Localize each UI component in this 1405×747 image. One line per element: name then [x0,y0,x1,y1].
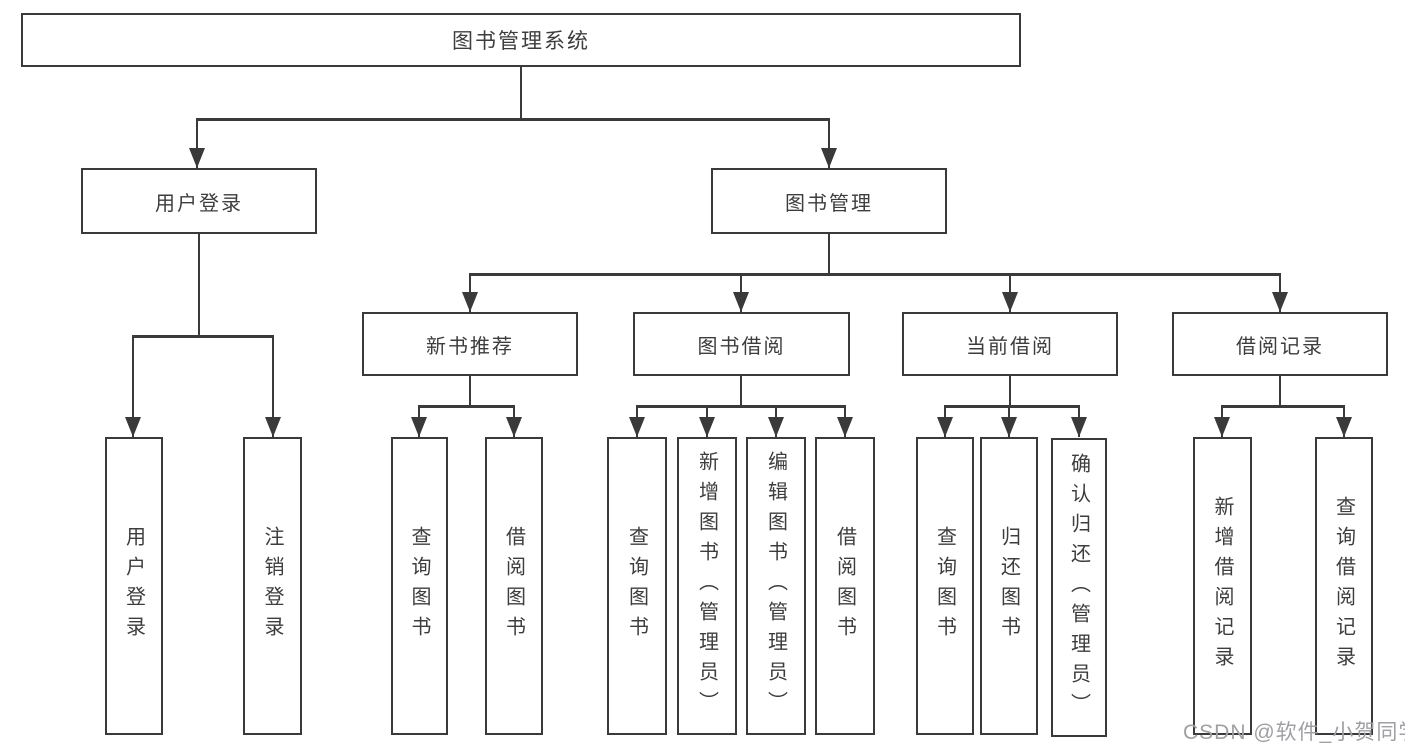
connector-line [739,376,743,405]
arrow-down-icon [411,417,427,437]
node-label: 归还图书 [997,526,1020,646]
arrow-down-icon [506,417,522,437]
node-edit-books-admin: 编辑图书（管理员） [746,437,806,735]
connector-line [195,118,199,168]
arrow-down-icon [265,417,281,437]
connector-line [827,233,831,273]
arrow-down-icon [1272,292,1288,312]
node-query-books-current: 查询图书 [916,437,974,735]
arrow-down-icon [125,417,141,437]
node-query-books-recommend: 查询图书 [391,437,448,735]
arrow-down-icon [733,292,749,312]
connector-line [1220,405,1346,408]
node-return-books: 归还图书 [980,437,1038,735]
node-label: 借阅图书 [833,526,856,646]
arrow-down-icon [1214,417,1230,437]
connector-line [1278,376,1282,405]
node-label: 查询图书 [408,526,430,646]
node-add-borrow-record: 新增借阅记录 [1193,437,1252,735]
arrow-down-icon [189,148,205,168]
node-logout-action: 注销登录 [243,437,302,735]
node-book-borrowing: 图书借阅 [633,312,850,376]
connector-line [271,335,275,437]
connector-line [131,335,275,338]
arrow-down-icon [629,417,645,437]
arrow-down-icon [821,148,837,168]
node-label: 编辑图书（管理员） [764,451,787,721]
connector-line [468,376,472,405]
arrow-down-icon [768,417,784,437]
node-label: 新增借阅记录 [1211,496,1233,676]
connector-line [635,405,847,408]
node-label: 图书管理系统 [452,30,590,53]
node-label: 确认归还（管理员） [1067,452,1090,723]
arrow-down-icon [1002,292,1018,312]
node-borrow-books-action: 借阅图书 [815,437,875,735]
arrow-down-icon [1001,417,1017,437]
connector-line [195,118,831,121]
node-label: 当前借阅 [966,335,1054,358]
connector-line [197,234,201,335]
node-label: 新书推荐 [426,335,514,358]
connector-line [519,67,523,118]
node-label: 新增图书（管理员） [695,451,718,721]
node-current-borrowing: 当前借阅 [902,312,1118,376]
node-user-login-action: 用户登录 [105,437,163,735]
node-add-books-admin: 新增图书（管理员） [677,437,737,735]
node-label: 借阅记录 [1236,335,1324,358]
node-library-system: 图书管理系统 [21,13,1021,67]
node-borrow-books-recommend: 借阅图书 [485,437,543,735]
watermark-text: CSDN @软件_小贺同学 [1183,721,1405,744]
node-borrowing-records: 借阅记录 [1172,312,1388,376]
node-label: 图书借阅 [697,335,786,358]
node-label: 借阅图书 [502,526,525,646]
arrow-down-icon [699,417,715,437]
node-new-book-recommend: 新书推荐 [362,312,578,376]
connector-line [827,118,831,168]
node-query-borrow-record: 查询借阅记录 [1315,437,1373,735]
node-query-books-borrowing: 查询图书 [607,437,667,735]
connector-line [417,405,516,408]
node-label: 查询借阅记录 [1332,496,1355,676]
node-label: 查询图书 [625,526,648,646]
arrow-down-icon [937,417,953,437]
connector-line [1008,376,1012,405]
node-label: 图书管理 [785,192,873,215]
node-user-login: 用户登录 [81,168,317,234]
connector-line [468,273,1282,276]
arrow-down-icon [837,417,853,437]
node-book-management: 图书管理 [711,168,947,234]
node-label: 查询图书 [933,526,956,646]
arrow-down-icon [1071,417,1087,437]
connector-line [943,405,1081,408]
node-confirm-return-admin: 确认归还（管理员） [1051,438,1107,737]
node-label: 注销登录 [261,526,283,646]
arrow-down-icon [1336,417,1352,437]
node-label: 用户登录 [155,192,243,215]
arrow-down-icon [462,292,478,312]
connector-line [131,335,135,437]
node-label: 用户登录 [122,526,145,646]
